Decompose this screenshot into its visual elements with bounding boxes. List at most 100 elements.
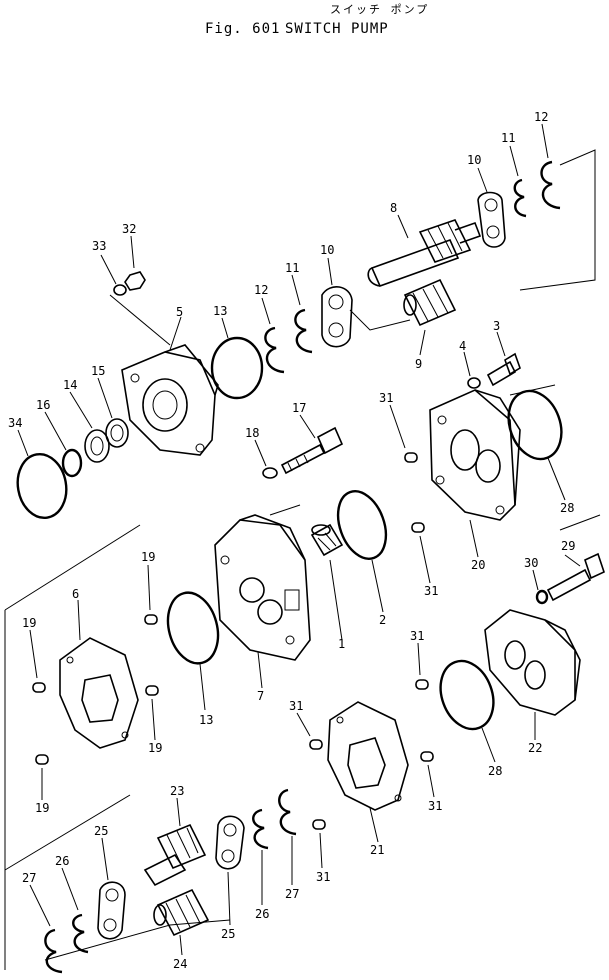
callout-19-a: 19 (141, 550, 155, 564)
leader-30 (532, 569, 539, 591)
part-32-nut (124, 271, 146, 291)
callout-23: 23 (170, 784, 184, 798)
part-22-cover (484, 609, 581, 716)
figure-title: SWITCH PUMP (285, 21, 389, 37)
callout-20: 20 (471, 558, 485, 572)
callout-21: 21 (370, 843, 384, 857)
callout-15: 15 (91, 364, 105, 378)
callout-31-d: 31 (289, 699, 303, 713)
callout-29: 29 (561, 539, 575, 553)
callout-32: 32 (122, 222, 136, 236)
callout-31-b: 31 (424, 584, 438, 598)
part-31-pin-d (309, 739, 323, 750)
leader-7 (257, 651, 263, 689)
callout-31-c: 31 (410, 629, 424, 643)
leader-2 (371, 559, 384, 613)
part-23-drive-gear (143, 823, 207, 887)
callout-19-b: 19 (22, 616, 36, 630)
callout-22: 22 (528, 741, 542, 755)
part-31-pin-a (404, 452, 418, 463)
callout-13-lower: 13 (199, 713, 213, 727)
part-10-side-plate-upper (477, 191, 506, 248)
callout-8: 8 (390, 201, 397, 215)
leader-13b (199, 663, 206, 711)
leader-13a (221, 317, 229, 339)
leader-31d (296, 712, 311, 737)
callout-30: 30 (524, 556, 538, 570)
leader-11b (291, 274, 301, 306)
leader-32 (130, 235, 135, 269)
callout-5: 5 (176, 305, 183, 319)
part-2-o-ring (336, 490, 388, 560)
part-28-o-ring-lower (439, 659, 495, 731)
part-14-bearing (84, 429, 110, 463)
leader-14 (69, 391, 93, 429)
part-10-side-plate-lower (321, 286, 353, 348)
leader-31b (419, 535, 431, 584)
leader-25b (227, 871, 231, 926)
leader-21 (369, 807, 379, 843)
callout-3: 3 (493, 319, 500, 333)
leader-20 (469, 519, 479, 558)
part-24-driven-gear (153, 888, 210, 937)
part-19-pin-c (145, 685, 159, 696)
leader-18 (254, 439, 267, 467)
part-13-o-ring-upper (210, 336, 264, 400)
leader-31e (427, 764, 435, 798)
callout-34: 34 (8, 416, 22, 430)
callout-25-b: 25 (221, 927, 235, 941)
figure-number: Fig. 601 (205, 21, 280, 37)
callout-12-upper: 12 (534, 110, 548, 124)
leader-4 (463, 351, 471, 377)
leader-19b (29, 629, 38, 679)
part-29-bolt (546, 552, 605, 602)
part-12-backup-ring-middle (264, 326, 285, 374)
part-20-rear-cover (429, 389, 521, 521)
callout-28-lower: 28 (488, 764, 502, 778)
part-26-seal-left (72, 913, 89, 954)
leader-27a (29, 884, 51, 927)
leader-29 (564, 554, 581, 567)
callout-10-lower: 10 (320, 243, 334, 257)
part-3-bolt (486, 352, 521, 387)
callout-33: 33 (92, 239, 106, 253)
callout-16: 16 (36, 398, 50, 412)
part-6-gear-plate (59, 637, 139, 749)
leader-16 (44, 411, 67, 451)
leader-1 (329, 559, 343, 641)
part-7-pump-body (214, 514, 311, 661)
callout-2: 2 (379, 613, 386, 627)
callout-25-a: 25 (94, 824, 108, 838)
callout-31-a: 31 (379, 391, 393, 405)
callout-28-upper: 28 (560, 501, 574, 515)
part-26-seal-right (252, 808, 269, 850)
callout-18: 18 (245, 426, 259, 440)
leader-26a (61, 867, 79, 911)
part-13-o-ring-lower (166, 591, 220, 665)
part-25-side-plate-left (97, 881, 126, 940)
callout-7: 7 (257, 689, 264, 703)
callout-17: 17 (292, 401, 306, 415)
part-18-washer (262, 467, 278, 479)
leader-10a (477, 167, 488, 193)
callout-26-a: 26 (55, 854, 69, 868)
part-5-front-cover (121, 344, 219, 456)
callout-31-e: 31 (428, 799, 442, 813)
part-4-washer (467, 377, 481, 389)
callout-6: 6 (72, 587, 79, 601)
part-17-bolt (280, 426, 344, 475)
part-19-pin-b (32, 682, 46, 693)
leader-23 (176, 797, 181, 827)
callout-27-b: 27 (285, 887, 299, 901)
leader-31a (389, 404, 406, 449)
callout-11-upper: 11 (501, 131, 515, 145)
part-11-seal-middle (294, 308, 313, 354)
leader-15 (97, 377, 113, 419)
callout-13-upper: 13 (213, 304, 227, 318)
part-31-pin-e (420, 751, 434, 762)
leader-19c (151, 698, 156, 741)
leader-31c (417, 642, 421, 676)
subtitle-jp: スイッチ ポンプ (330, 3, 429, 16)
